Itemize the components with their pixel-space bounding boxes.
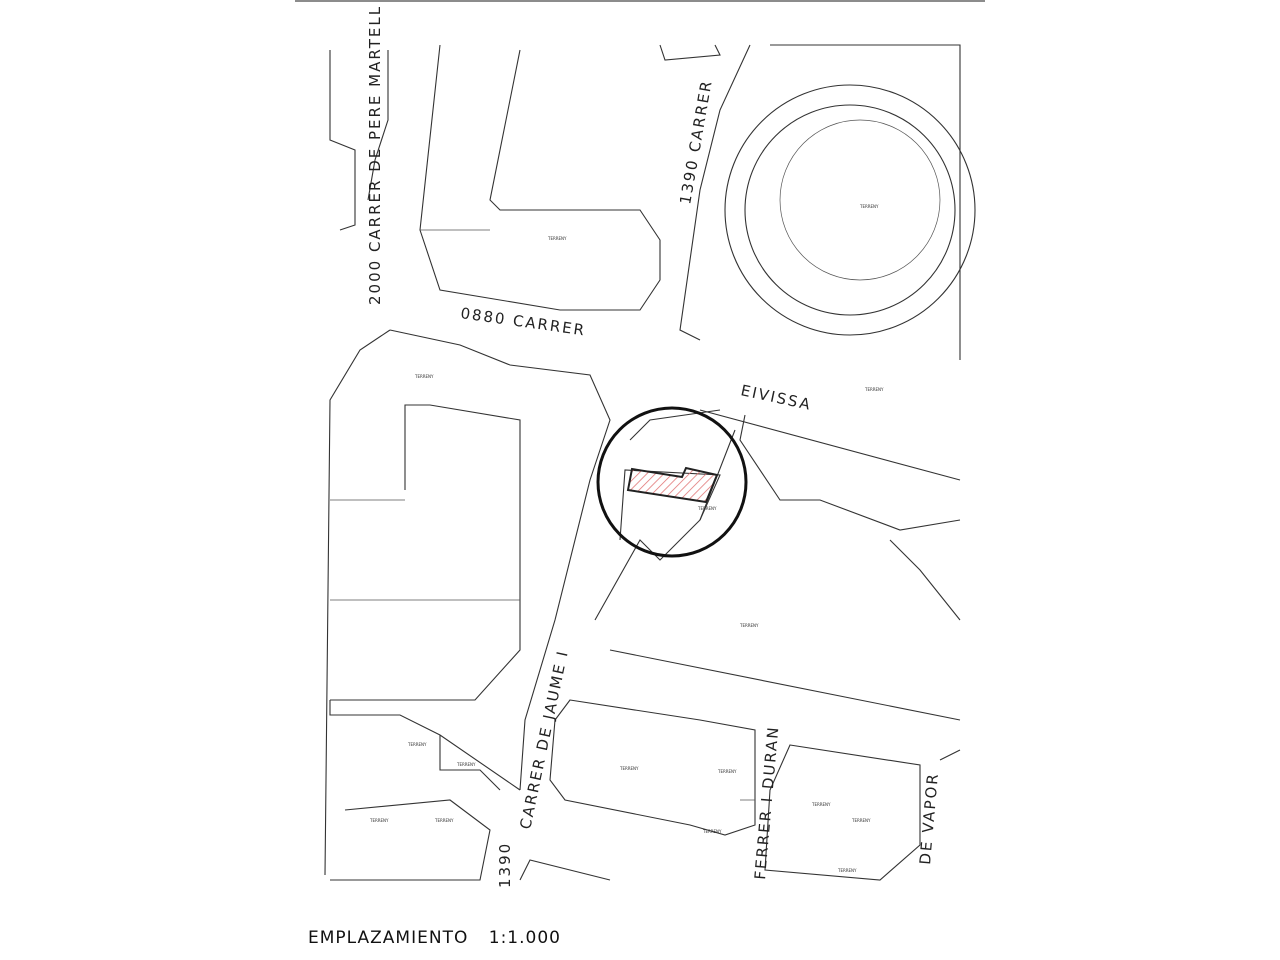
parcel-label: TERRENY <box>619 766 639 771</box>
parcel-label: TERRENY <box>697 506 717 511</box>
street-eivissa: EIVISSA <box>739 381 813 414</box>
street-lines <box>324 44 976 881</box>
parcel-label: TERRENY <box>717 769 737 774</box>
parcel-label: TERRENY <box>434 818 454 823</box>
parcel-label: TERRENY <box>851 818 871 823</box>
street-0880: 0880 CARRER <box>459 304 587 339</box>
parcel-label: TERRENY <box>811 802 831 807</box>
street-pere-martell: 2000 CARRER DE PERE MARTELL <box>366 5 384 305</box>
location-circle <box>596 406 748 558</box>
street-jaume: CARRER DE JAUME I <box>516 648 572 831</box>
parcel-label: TERRENY <box>864 387 884 392</box>
map-caption: EMPLAZAMIENTO 1:1.000 <box>308 928 575 948</box>
street-ferrer-duran: FERRER I DURAN <box>751 725 782 881</box>
parcel-label: TERRENY <box>414 374 434 379</box>
parcel-label: TERRENY <box>456 762 476 767</box>
parcel-label: TERRENY <box>407 742 427 747</box>
street-1390-bottom: 1390 <box>496 842 514 888</box>
parcel-label: TERRENY <box>369 818 389 823</box>
street-1390-top: 1390 CARRER <box>676 78 716 206</box>
caption-scale: 1:1.000 <box>488 928 561 948</box>
parcel-labels: TERRENY TERRENY TERRENY TERRENY TERRENY … <box>369 204 884 873</box>
parcel-label: TERRENY <box>702 829 722 834</box>
caption-title: EMPLAZAMIENTO <box>308 928 469 948</box>
parcel-label: TERRENY <box>837 868 857 873</box>
parcel-label: TERRENY <box>547 236 567 241</box>
parcel-highlight <box>626 466 719 504</box>
parcel-label: TERRENY <box>739 623 759 628</box>
parcel-label: TERRENY <box>859 204 879 209</box>
